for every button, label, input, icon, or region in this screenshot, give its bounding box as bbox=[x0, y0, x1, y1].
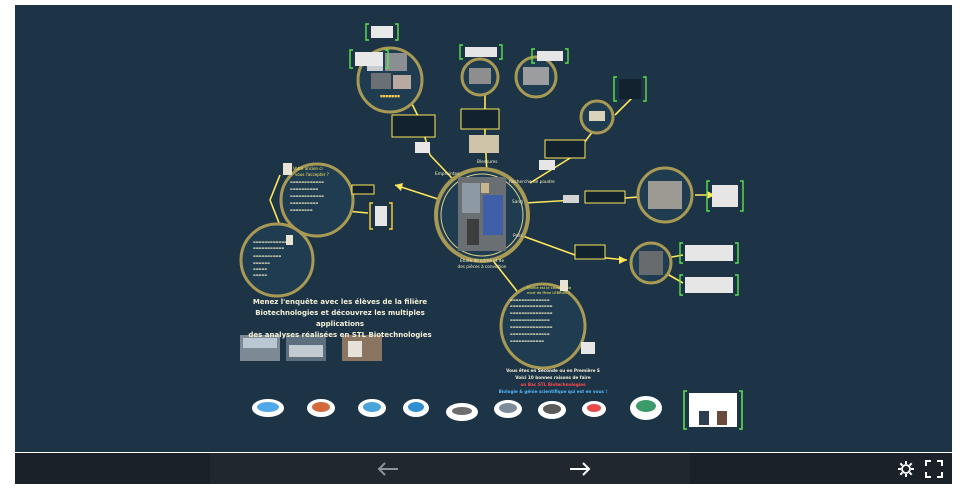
branch-label-empreintes: Empreintes bbox=[435, 171, 460, 177]
svg-text:▬▬▬▬▬▬▬▬▬▬▬▬: ▬▬▬▬▬▬▬▬▬▬▬▬ bbox=[253, 240, 287, 244]
arrow-right-icon bbox=[570, 461, 591, 476]
node-circle-question-bottom[interactable]: ▬▬▬▬▬▬▬▬▬▬▬▬▬▬ ▬▬▬▬▬▬▬▬▬▬▬▬▬▬▬ ▬▬▬▬▬▬▬▬▬… bbox=[499, 282, 587, 370]
bottom-note-line3: un Bac STL Biotechnologies bbox=[520, 382, 586, 387]
page-bottom bbox=[0, 484, 967, 491]
svg-text:▬▬▬▬▬▬: ▬▬▬▬▬▬ bbox=[253, 261, 270, 265]
svg-text:▬▬▬▬▬▬▬▬▬▬▬▬▬▬: ▬▬▬▬▬▬▬▬▬▬▬▬▬▬ bbox=[510, 318, 550, 322]
svg-text:■■■■■■■: ■■■■■■■ bbox=[380, 94, 400, 98]
svg-text:▬▬▬▬▬▬▬▬▬▬▬▬: ▬▬▬▬▬▬▬▬▬▬▬▬ bbox=[290, 194, 324, 198]
thumb-bottom[interactable] bbox=[581, 342, 595, 354]
slide-bracket-right-lower-1[interactable] bbox=[679, 242, 739, 264]
settings-button[interactable] bbox=[895, 453, 917, 484]
svg-text:▬▬▬▬▬▬▬▬▬▬▬▬: ▬▬▬▬▬▬▬▬▬▬▬▬ bbox=[510, 339, 544, 343]
node-circle-top-center[interactable] bbox=[460, 57, 500, 97]
viewer-toolbar bbox=[15, 453, 952, 484]
center-node[interactable] bbox=[434, 167, 530, 263]
question-bottom-line1: Quelle est le cause de la bbox=[527, 286, 571, 290]
slide-bracket-bottom-right[interactable] bbox=[683, 390, 743, 430]
thumb-sang[interactable] bbox=[563, 195, 579, 203]
thumb-recherche[interactable] bbox=[539, 160, 555, 170]
slide-bracket-left[interactable] bbox=[369, 202, 393, 230]
gear-icon bbox=[898, 460, 914, 477]
branch-label-recherche: Recherche de poudre bbox=[509, 179, 555, 185]
question-top-line1: Votre ancien ci bbox=[293, 166, 323, 171]
headline-line3: des analyses réalisées en STL Biotechnol… bbox=[248, 331, 432, 339]
slide-bracket-top-center-2[interactable] bbox=[531, 48, 569, 64]
slide-bracket-right-middle[interactable] bbox=[706, 180, 744, 212]
info-box-recherche[interactable] bbox=[544, 139, 586, 159]
center-caption-line2: des pièces à conviction bbox=[458, 264, 507, 269]
slide-bracket-top-center[interactable] bbox=[459, 44, 503, 60]
headline-line1: Menez l'enquête avec les élèves de la fi… bbox=[252, 298, 428, 306]
thumb-blessures[interactable] bbox=[469, 135, 499, 153]
presentation-headline: Menez l'enquête avec les élèves de la fi… bbox=[235, 297, 445, 341]
question-bottom-line2: mort de Mme LEBRUN ? bbox=[527, 291, 570, 295]
slide-bracket-top-left[interactable] bbox=[349, 49, 389, 69]
svg-text:▬▬▬▬▬▬▬▬: ▬▬▬▬▬▬▬▬ bbox=[290, 208, 313, 212]
fullscreen-icon bbox=[925, 459, 943, 478]
center-caption-line1: Étude de crime et de bbox=[460, 258, 504, 263]
bottom-note-line1: Vous êtes en Seconde ou en Première S bbox=[506, 368, 600, 373]
headline-line2: Biotechnologies et découvrez les multipl… bbox=[255, 309, 425, 328]
slide-bracket-right-upper[interactable] bbox=[613, 76, 647, 102]
svg-text:▬▬▬▬▬▬▬▬▬▬▬▬▬▬▬: ▬▬▬▬▬▬▬▬▬▬▬▬▬▬▬ bbox=[510, 304, 553, 308]
reason-badges[interactable] bbox=[252, 396, 662, 421]
svg-text:▬▬▬▬▬▬▬▬▬▬▬▬▬▬: ▬▬▬▬▬▬▬▬▬▬▬▬▬▬ bbox=[510, 298, 550, 302]
branch-label-poils: Poils bbox=[513, 233, 523, 239]
bac-stl-note: Vous êtes en Seconde ou en Première S Vo… bbox=[483, 367, 623, 395]
node-circle-right-upper[interactable] bbox=[579, 99, 615, 135]
scientist-figure-top bbox=[283, 163, 292, 175]
info-box-blessures[interactable] bbox=[460, 108, 500, 130]
prev-button[interactable] bbox=[370, 453, 406, 484]
fullscreen-button[interactable] bbox=[923, 453, 945, 484]
info-box-left[interactable] bbox=[351, 184, 375, 195]
bottom-note-line4: Biologie & génie scientifique qui est en… bbox=[498, 389, 608, 394]
question-top-line2: vous l'accepter ? bbox=[295, 172, 329, 177]
node-circle-top-right[interactable] bbox=[514, 55, 558, 99]
svg-text:▬▬▬▬▬▬▬▬▬▬▬▬▬▬▬: ▬▬▬▬▬▬▬▬▬▬▬▬▬▬▬ bbox=[510, 311, 553, 315]
photo-strip[interactable] bbox=[240, 335, 382, 361]
info-box-sang[interactable] bbox=[584, 190, 626, 204]
svg-text:▬▬▬▬▬: ▬▬▬▬▬ bbox=[253, 273, 267, 277]
svg-text:▬▬▬▬▬▬▬▬▬▬▬▬▬▬▬: ▬▬▬▬▬▬▬▬▬▬▬▬▬▬▬ bbox=[510, 325, 553, 329]
mindmap-svg: Étude de crime et de des pièces à convic… bbox=[239, 23, 744, 430]
presentation-canvas[interactable]: Étude de crime et de des pièces à convic… bbox=[15, 5, 952, 452]
node-circle-left[interactable]: ▬▬▬▬▬▬▬▬▬▬▬▬ ▬▬▬▬▬▬▬▬▬▬▬ ▬▬▬▬▬▬▬▬▬▬ ▬▬▬▬… bbox=[239, 222, 315, 298]
info-box-empreintes[interactable] bbox=[391, 114, 436, 138]
branch-label-sang: Sang bbox=[512, 199, 523, 205]
node-circle-right-middle[interactable] bbox=[636, 166, 694, 224]
branch-label-blessures: Blessures bbox=[477, 159, 498, 165]
info-box-poils[interactable] bbox=[574, 244, 606, 260]
svg-text:▬▬▬▬▬▬▬▬▬▬▬: ▬▬▬▬▬▬▬▬▬▬▬ bbox=[253, 246, 284, 250]
svg-text:▬▬▬▬▬▬▬▬▬▬▬▬▬▬: ▬▬▬▬▬▬▬▬▬▬▬▬▬▬ bbox=[510, 332, 550, 336]
divider bbox=[0, 452, 967, 453]
scientist-figure-bottom bbox=[560, 280, 568, 291]
svg-text:▬▬▬▬▬▬▬▬▬▬: ▬▬▬▬▬▬▬▬▬▬ bbox=[290, 201, 319, 205]
bottom-note-line2: Voici 10 bonnes raisons de faire bbox=[515, 375, 591, 380]
svg-text:▬▬▬▬▬▬▬▬▬▬: ▬▬▬▬▬▬▬▬▬▬ bbox=[253, 254, 282, 258]
svg-text:▬▬▬▬▬▬▬▬▬▬: ▬▬▬▬▬▬▬▬▬▬ bbox=[290, 187, 319, 191]
svg-text:▬▬▬▬▬▬▬▬▬▬▬▬: ▬▬▬▬▬▬▬▬▬▬▬▬ bbox=[290, 180, 324, 184]
next-button[interactable] bbox=[562, 453, 598, 484]
toolbar-nav-area bbox=[210, 453, 690, 484]
arrow-left-icon bbox=[377, 461, 398, 476]
scientist-figure-left bbox=[286, 235, 293, 245]
thumb-empreintes[interactable] bbox=[415, 142, 430, 153]
svg-text:▬▬▬▬▬: ▬▬▬▬▬ bbox=[253, 267, 267, 271]
slide-bracket-top-left-2[interactable] bbox=[365, 23, 399, 41]
node-circle-right-lower[interactable] bbox=[629, 241, 673, 285]
slide-bracket-right-lower-2[interactable] bbox=[679, 274, 739, 296]
node-circle-question-top[interactable]: ▬▬▬▬▬▬▬▬▬▬▬▬ ▬▬▬▬▬▬▬▬▬▬ ▬▬▬▬▬▬▬▬▬▬▬▬ ▬▬▬… bbox=[279, 162, 355, 238]
